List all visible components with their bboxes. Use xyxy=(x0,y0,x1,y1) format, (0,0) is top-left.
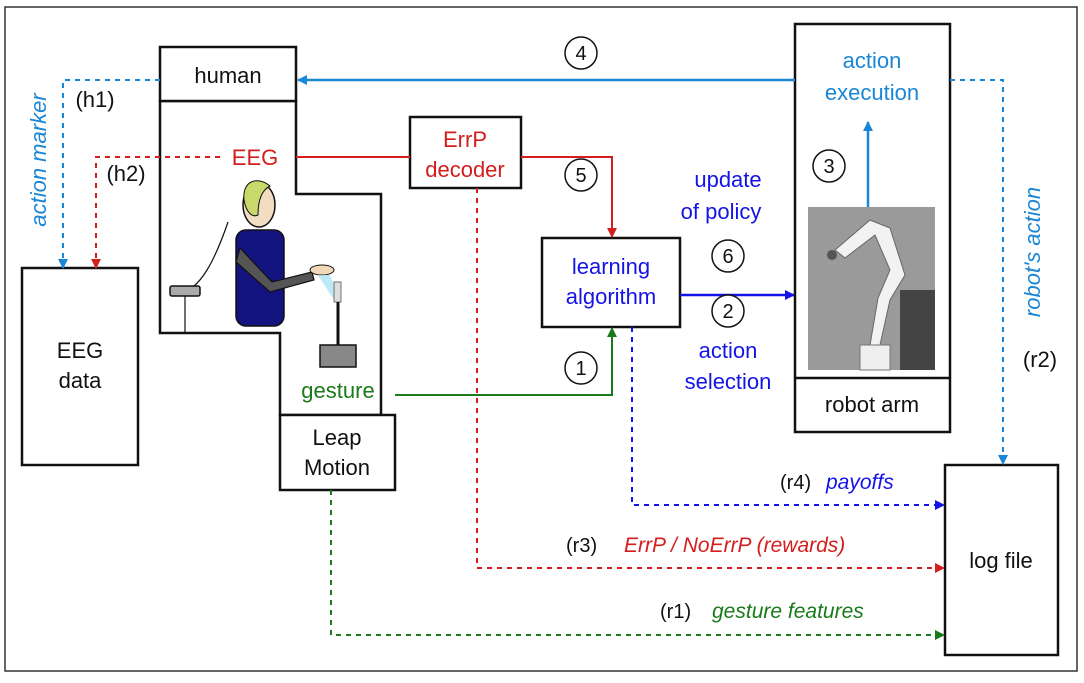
eeg-data-box xyxy=(20,266,140,467)
h2-label: (h2) xyxy=(106,161,145,186)
svg-text:2: 2 xyxy=(722,301,733,323)
r3-text: ErrP / NoErrP (rewards) xyxy=(624,534,845,557)
step-4: 4 xyxy=(564,36,598,70)
errp-decoder-label-2: decoder xyxy=(425,157,505,182)
action-selection-label-1: action xyxy=(699,338,758,363)
arrow-1 xyxy=(395,327,617,396)
leap-motion-label-1: Leap xyxy=(313,425,362,450)
action-execution-label-1: action xyxy=(843,48,902,73)
human-label: human xyxy=(194,63,261,88)
step-2: 2 xyxy=(711,294,745,328)
human-box xyxy=(158,45,298,103)
errp-decoder-box xyxy=(408,115,523,190)
action-marker-label: action marker xyxy=(26,92,51,227)
robots-action-label: robot's action xyxy=(1020,187,1045,317)
step-5: 5 xyxy=(564,158,598,192)
errp-decoder-label-1: ErrP xyxy=(443,127,487,152)
log-file-box xyxy=(943,463,1060,657)
h1-label: (h1) xyxy=(75,87,114,112)
r2-label: (r2) xyxy=(1023,347,1057,372)
leap-motion-box xyxy=(278,413,397,492)
robot-arm-label: robot arm xyxy=(825,392,919,417)
r3-label: (r3) xyxy=(566,535,597,557)
update-policy-label-2: of policy xyxy=(681,199,762,224)
svg-text:6: 6 xyxy=(722,246,733,268)
eeg-data-label-2: data xyxy=(59,368,103,393)
arrow-5 xyxy=(521,156,617,238)
step-1: 1 xyxy=(564,351,598,385)
eeg-data-label-1: EEG xyxy=(57,338,103,363)
step-6: 6 xyxy=(711,239,745,273)
action-execution-label-2: execution xyxy=(825,80,919,105)
person-illustration xyxy=(169,180,357,368)
eeg-signal-label: EEG xyxy=(232,145,278,170)
r1-text: gesture features xyxy=(712,600,864,623)
outer-frame xyxy=(4,6,1078,672)
svg-text:3: 3 xyxy=(823,156,834,178)
learning-algorithm-label-1: learning xyxy=(572,254,650,279)
r1-label: (r1) xyxy=(660,601,691,623)
arrow-h1 xyxy=(58,79,160,269)
arrow-r3 xyxy=(476,188,945,573)
arrow-r2 xyxy=(950,79,1008,465)
arrow-r1 xyxy=(330,490,945,640)
leap-motion-label-2: Motion xyxy=(304,455,370,480)
learning-algorithm-box xyxy=(540,236,682,329)
robot-arm-photo xyxy=(808,207,935,371)
log-file-label: log file xyxy=(969,548,1033,573)
gesture-label: gesture xyxy=(301,378,374,403)
r4-text: payoffs xyxy=(825,471,894,494)
update-policy-label-1: update xyxy=(694,167,761,192)
arrow-h2 xyxy=(91,156,220,269)
svg-text:4: 4 xyxy=(575,43,586,65)
svg-text:1: 1 xyxy=(575,358,586,380)
learning-algorithm-label-2: algorithm xyxy=(566,284,656,309)
step-3: 3 xyxy=(812,149,846,183)
r4-label: (r4) xyxy=(780,472,811,494)
svg-text:5: 5 xyxy=(575,165,586,187)
action-selection-label-2: selection xyxy=(685,369,772,394)
